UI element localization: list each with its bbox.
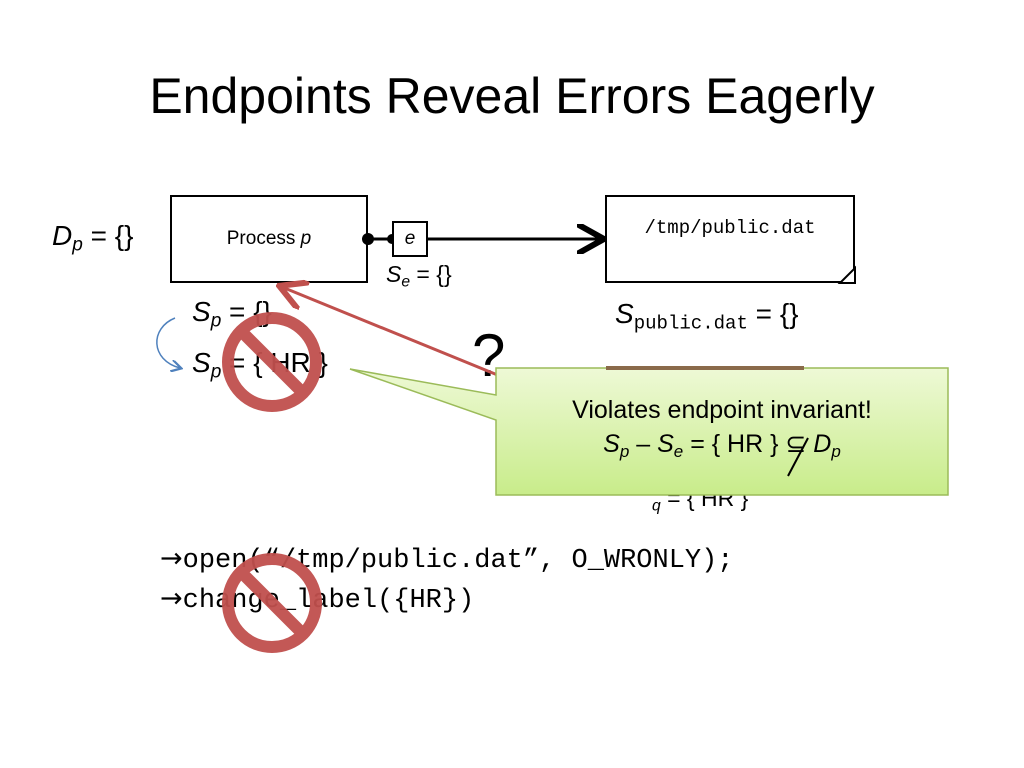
file-dogear: [837, 265, 856, 284]
arrow-right-icon: →: [160, 543, 183, 574]
endpoint-box: e: [392, 221, 428, 257]
red-arrow: [282, 287, 501, 378]
spublic-label: Spublic.dat = {}: [615, 298, 799, 335]
callout-line1: Violates endpoint invariant!: [572, 396, 872, 424]
process-box: Process p: [170, 195, 368, 283]
se-label: Se = {}: [386, 261, 452, 291]
no-sign-icon: [222, 553, 322, 653]
dp-label: Dp = {}: [52, 220, 134, 256]
process-label: Process p: [226, 228, 312, 249]
endpoint-label: e: [404, 228, 416, 249]
no-sign-icon: [222, 312, 322, 412]
hidden-rect-fragment: [606, 366, 804, 370]
slide-title: Endpoints Reveal Errors Eagerly: [149, 68, 875, 124]
file-box: /tmp/public.dat: [605, 195, 855, 283]
callout-shape: [349, 367, 949, 496]
callout-line2: Sp – Se = { HR } ⊆ Dp: [603, 430, 841, 461]
not-subset-symbol: ⊆: [785, 430, 807, 458]
callout-text: Violates endpoint invariant! Sp – Se = {…: [496, 393, 948, 461]
code-block: →open(“/tmp/public.dat”, O_WRONLY); →cha…: [160, 540, 734, 620]
loop-arrow: [156, 317, 180, 368]
file-label: /tmp/public.dat: [644, 217, 816, 239]
not-subset-slash: [787, 437, 809, 477]
connector-dot-left: [362, 233, 374, 245]
code-line-open: →open(“/tmp/public.dat”, O_WRONLY);: [160, 543, 734, 576]
arrow-right-icon: →: [160, 583, 183, 614]
